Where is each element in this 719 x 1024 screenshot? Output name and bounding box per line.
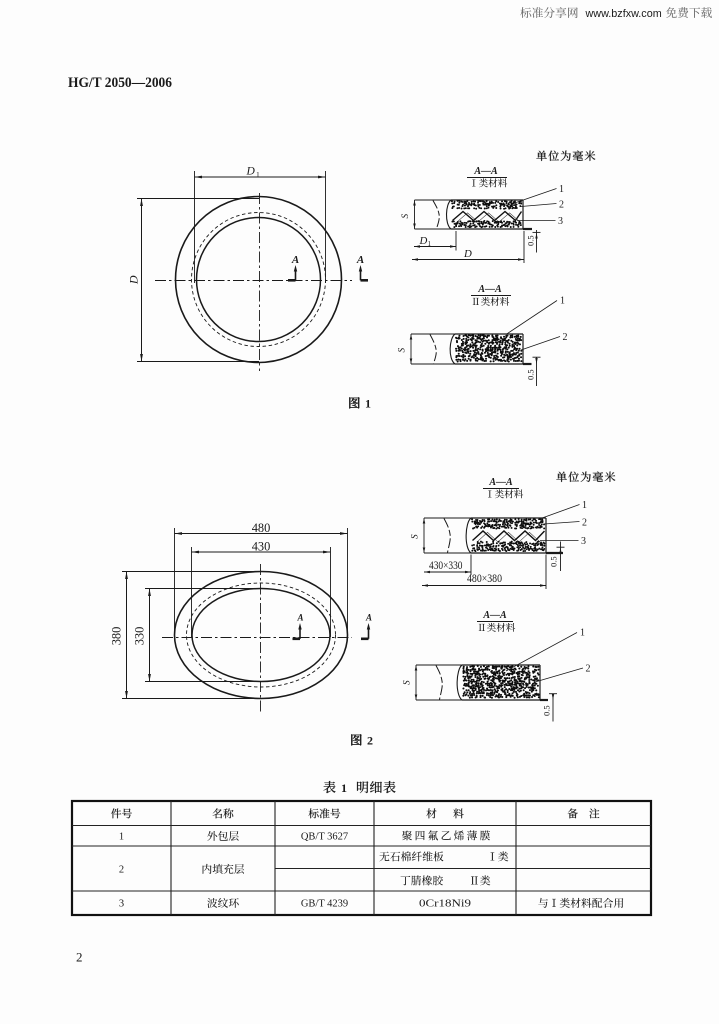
svg-text:1: 1 (428, 240, 432, 248)
svg-text:D: D (127, 275, 141, 285)
svg-text:S: S (402, 680, 412, 685)
svg-text:GB/T 4239: GB/T 4239 (301, 899, 348, 910)
svg-text:A: A (296, 613, 303, 623)
svg-text:3: 3 (581, 536, 586, 547)
svg-text:HG/T 2050—2006: HG/T 2050—2006 (68, 75, 172, 91)
svg-text:1: 1 (580, 628, 585, 639)
svg-text:A—A: A—A (473, 166, 498, 177)
svg-text:A: A (291, 254, 299, 266)
svg-text:1: 1 (559, 184, 564, 195)
svg-text:2: 2 (582, 518, 587, 529)
svg-text:1: 1 (119, 832, 124, 843)
svg-text:430: 430 (252, 540, 271, 554)
svg-text:A—A: A—A (477, 284, 502, 295)
svg-text:2: 2 (119, 865, 124, 876)
svg-text:D: D (246, 166, 256, 178)
svg-text:0.5: 0.5 (526, 369, 536, 380)
svg-text:3: 3 (119, 899, 124, 910)
svg-text:S: S (410, 534, 420, 539)
svg-text:2: 2 (586, 664, 591, 675)
svg-text:2: 2 (563, 332, 568, 343)
svg-text:0Cr18Ni9: 0Cr18Ni9 (419, 899, 471, 910)
svg-text:2: 2 (559, 200, 564, 211)
svg-text:0.5: 0.5 (549, 556, 559, 567)
svg-text:1: 1 (341, 781, 347, 795)
svg-text:A—A: A—A (488, 477, 513, 488)
svg-text:330: 330 (133, 627, 147, 646)
svg-text:1: 1 (582, 500, 587, 511)
svg-text:D: D (419, 235, 428, 247)
svg-text:480×380: 480×380 (467, 573, 502, 585)
svg-text:S: S (397, 348, 407, 353)
svg-text:1: 1 (365, 397, 371, 411)
svg-text:3: 3 (558, 216, 563, 227)
svg-text:QB/T 3627: QB/T 3627 (301, 832, 348, 843)
svg-text:430×330: 430×330 (429, 560, 463, 572)
svg-text:1: 1 (560, 296, 565, 307)
svg-text:1: 1 (256, 170, 260, 179)
svg-text:S: S (400, 214, 410, 219)
svg-text:0.5: 0.5 (526, 235, 536, 246)
svg-text:480: 480 (252, 521, 271, 535)
svg-text:www.bzfxw.com: www.bzfxw.com (585, 8, 662, 20)
svg-text:D: D (463, 248, 472, 260)
svg-text:2: 2 (367, 734, 373, 748)
svg-text:A: A (356, 254, 364, 266)
svg-text:0.5: 0.5 (542, 705, 552, 716)
svg-text:2: 2 (76, 950, 83, 965)
svg-text:A—A: A—A (482, 610, 507, 621)
svg-text:A: A (365, 613, 372, 623)
svg-text:380: 380 (110, 627, 124, 646)
